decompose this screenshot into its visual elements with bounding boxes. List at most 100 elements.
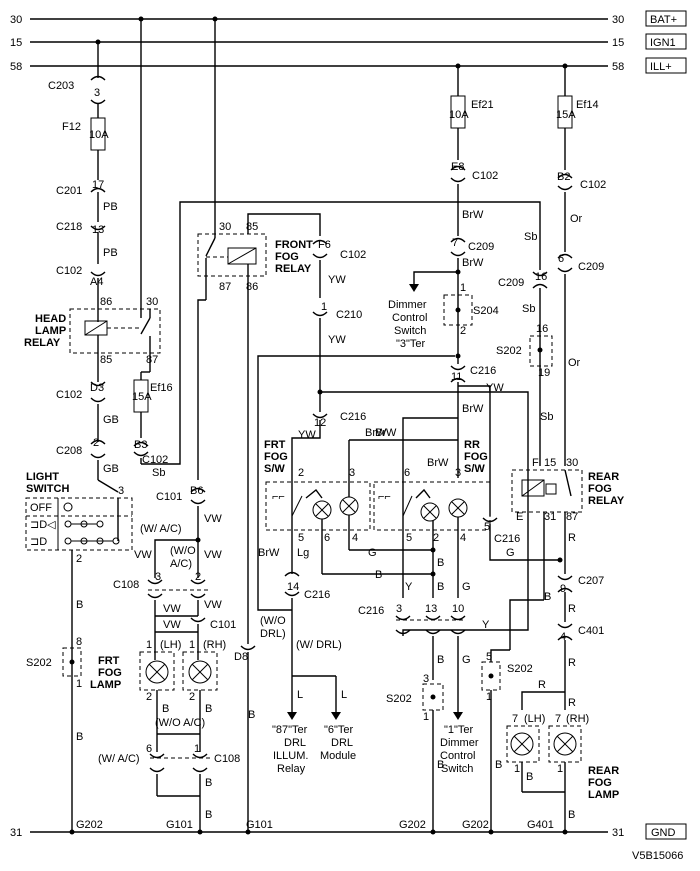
svg-text:G: G (368, 547, 377, 559)
svg-text:3: 3 (423, 673, 429, 685)
front-fog-relay-label-1: FRONT (275, 239, 313, 251)
ef16-rating: 15A (132, 391, 152, 403)
drl-relay-1: "87"Ter (272, 724, 308, 736)
svg-text:BrW: BrW (258, 547, 280, 559)
svg-text:11: 11 (451, 371, 462, 383)
svg-text:⌐⌐: ⌐⌐ (272, 491, 285, 503)
svg-text:B: B (205, 777, 212, 789)
svg-text:B: B (205, 703, 212, 715)
c102-label-3: C102 (142, 454, 168, 466)
c210-label: C210 (336, 309, 362, 321)
rail-58-tag: ILL+ (650, 61, 672, 73)
svg-text:19: 19 (538, 367, 550, 379)
dimmer-switch-3: Switch (394, 325, 426, 337)
svg-text:G: G (506, 547, 515, 559)
svg-text:R: R (568, 697, 576, 709)
svg-text:E: E (516, 511, 523, 523)
c209-label-1: C209 (468, 241, 494, 253)
svg-text:BrW: BrW (427, 457, 449, 469)
light-switch-label-2: SWITCH (26, 483, 69, 495)
svg-text:YW: YW (298, 429, 316, 441)
svg-text:VW: VW (204, 513, 222, 525)
option-wo-drl-b: DRL) (260, 628, 286, 640)
svg-text:Or: Or (570, 213, 583, 225)
svg-text:YW: YW (486, 382, 504, 394)
svg-text:2: 2 (146, 691, 152, 703)
svg-text:R: R (568, 657, 576, 669)
svg-text:87: 87 (566, 511, 578, 523)
svg-text:B: B (495, 759, 502, 771)
svg-text:1: 1 (189, 639, 195, 651)
svg-text:2: 2 (460, 325, 466, 337)
svg-text:Sb: Sb (524, 231, 537, 243)
c209-label-2: C209 (578, 261, 604, 273)
front-fog-relay-label-3: RELAY (275, 263, 312, 275)
svg-text:30: 30 (219, 221, 231, 233)
g101-a: G101 (166, 819, 193, 831)
c102-label-2: C102 (56, 389, 82, 401)
c216-label-5: C216 (358, 605, 384, 617)
c102-label-5: C102 (472, 170, 498, 182)
svg-text:1: 1 (76, 678, 82, 690)
ef14-column: Ef14 15A B2 C102 Or Sb 6 C209 Or 16 C209… (496, 63, 625, 710)
ef14-name: Ef14 (576, 99, 599, 111)
frt-fog-lamp-label-3: LAMP (90, 679, 121, 691)
rail-30-tag: BAT+ (650, 14, 677, 26)
c401-label: C401 (578, 625, 604, 637)
svg-text:1: 1 (557, 763, 563, 775)
rear-fog-relay-3: RELAY (588, 495, 625, 507)
frt-fog-lamp-rh-bulb (188, 660, 212, 684)
rear-fog-lamp-rh: (RH) (566, 713, 589, 725)
frt-fog-lamp-label-2: FOG (98, 667, 122, 679)
c108-label-1: C108 (113, 579, 139, 591)
svg-text:B: B (76, 731, 83, 743)
svg-text:GB: GB (103, 463, 119, 475)
c101-label-1: C101 (156, 491, 182, 503)
svg-text:⌐⌐: ⌐⌐ (378, 491, 391, 503)
c102-label-6: C102 (580, 179, 606, 191)
svg-text:30: 30 (566, 457, 578, 469)
svg-text:2: 2 (93, 437, 99, 449)
svg-text:BrW: BrW (375, 427, 397, 439)
svg-text:B: B (375, 569, 382, 581)
rail-58: 58 58 ILL+ (10, 57, 687, 74)
svg-text:1: 1 (423, 711, 429, 723)
rail-15-label: 15 (10, 37, 22, 49)
svg-text:2: 2 (298, 467, 304, 479)
svg-text:BrW: BrW (365, 427, 387, 439)
option-w-ac-2: (W/ A/C) (98, 753, 140, 765)
rr-fog-switch: RR FOG S/W 6 3 ⌐⌐ 5 2 4 B B Y G 5 C216 G (373, 385, 560, 598)
option-wo-ac-a: (W/O (170, 545, 196, 557)
c102-label-4: C102 (340, 249, 366, 261)
g401: G401 (527, 819, 554, 831)
head-lamp-relay-label-1: HEAD (35, 313, 66, 325)
rear-fog-lamp-rh-bulb (553, 732, 577, 756)
svg-text:2: 2 (189, 691, 195, 703)
head-lamp-relay-label-2: LAMP (35, 325, 66, 337)
frt-fog-sw-2: FOG (264, 451, 288, 463)
svg-text:R: R (568, 532, 576, 544)
svg-text:BrW: BrW (462, 209, 484, 221)
rail-30-label: 30 (10, 14, 22, 26)
svg-text:B: B (568, 809, 575, 821)
ef16-name: Ef16 (150, 382, 173, 394)
drl-relay-2: DRL (284, 737, 306, 749)
svg-text:VW: VW (204, 549, 222, 561)
svg-text:3: 3 (455, 467, 461, 479)
svg-text:3: 3 (396, 603, 402, 615)
rail-15-tag: IGN1 (650, 37, 676, 49)
svg-text:5: 5 (406, 532, 412, 544)
svg-text:5: 5 (298, 532, 304, 544)
svg-text:13: 13 (92, 224, 104, 236)
svg-text:16: 16 (535, 271, 547, 283)
g101-b: G101 (246, 819, 273, 831)
svg-text:B: B (437, 654, 444, 666)
rr-fog-sw-3: S/W (464, 463, 485, 475)
svg-text:B: B (162, 703, 169, 715)
svg-text:PB: PB (103, 201, 118, 213)
svg-text:3: 3 (94, 87, 100, 99)
svg-text:A4: A4 (90, 276, 103, 288)
option-wo-ac-b: A/C) (170, 558, 192, 570)
s204-label: S204 (473, 305, 499, 317)
svg-text:5: 5 (484, 521, 490, 533)
